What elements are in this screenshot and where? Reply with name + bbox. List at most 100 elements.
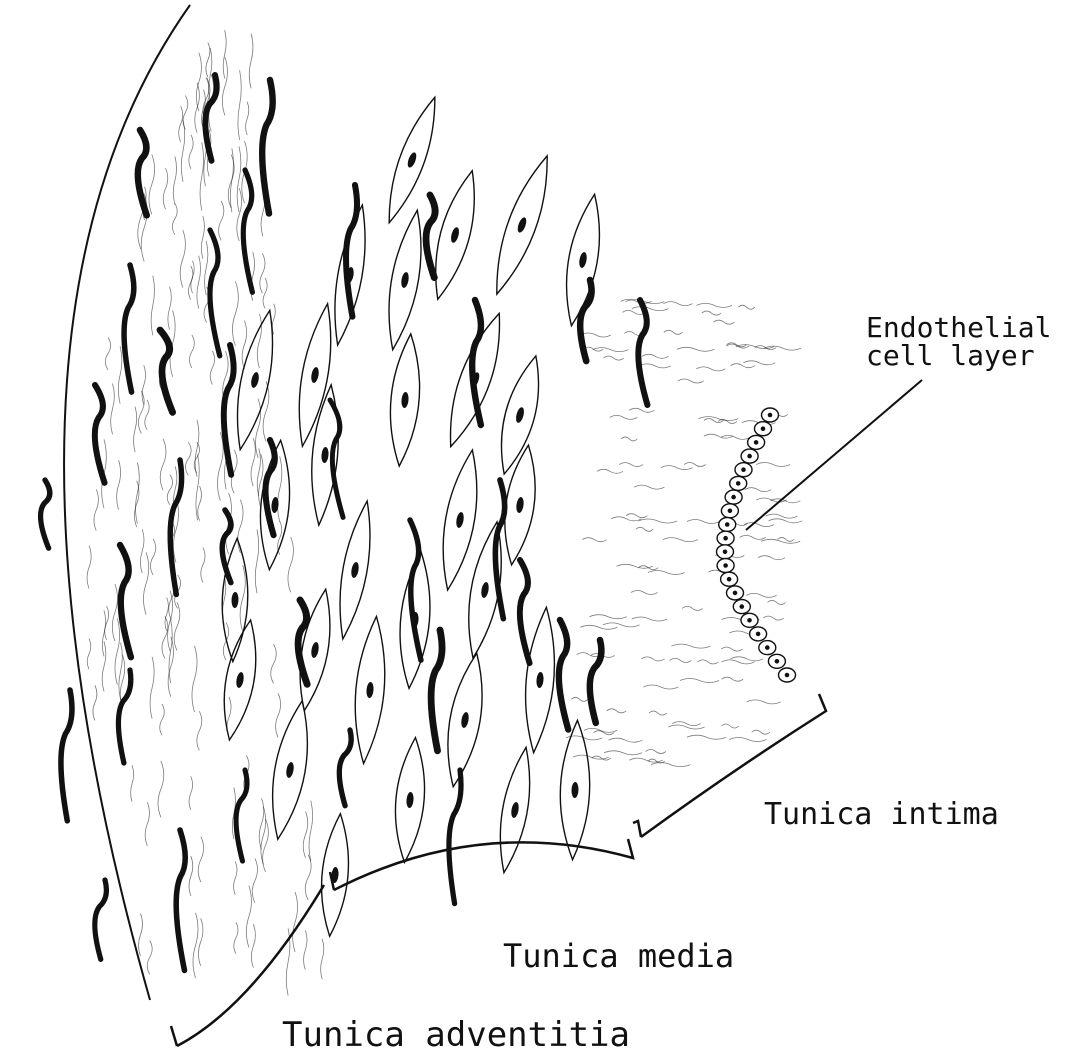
adventitia-fiber	[117, 460, 121, 509]
adventitia-fiber	[189, 335, 194, 368]
endothelial-cell	[741, 449, 758, 463]
intima-fiber	[696, 367, 725, 371]
adventitia-fiber	[180, 230, 185, 287]
intima-fiber	[617, 564, 653, 568]
adventitia-fiber	[160, 704, 164, 735]
intima-fiber	[752, 730, 770, 734]
adventitia-fiber	[237, 146, 241, 212]
adventitia-fiber	[288, 537, 293, 592]
adventitia-fiber	[197, 711, 202, 750]
intima-fiber	[738, 305, 755, 309]
intima-fiber	[663, 538, 698, 542]
endothelial-label-line1: Endothelial	[866, 314, 1051, 342]
adventitia-fiber	[105, 606, 109, 640]
intima-fiber	[610, 415, 637, 419]
adventitia-fiber	[252, 858, 257, 902]
intima-fiber	[584, 728, 617, 732]
adventitia-fiber	[197, 256, 201, 309]
cell-nucleus	[515, 406, 526, 423]
endothelial-cell-nucleus	[723, 550, 728, 555]
elastic-fiber	[205, 75, 216, 161]
cell-nucleus	[510, 802, 520, 819]
adventitia-fiber	[251, 924, 255, 967]
adventitia-fiber	[238, 70, 241, 140]
adventitia-fiber	[139, 914, 143, 957]
adventitia-fiber	[147, 941, 152, 975]
endothelial-cell	[733, 600, 750, 614]
cell-nucleus	[310, 367, 320, 384]
elastic-fiber	[590, 640, 602, 723]
cell-nucleus	[516, 216, 528, 233]
intima-fiber	[619, 463, 643, 467]
adventitia-fiber	[181, 120, 184, 182]
cell-nucleus	[450, 226, 461, 243]
intima-fiber	[704, 434, 733, 438]
intima-fiber	[730, 364, 754, 368]
endothelial-cell-nucleus	[756, 632, 761, 637]
intima-fiber	[768, 600, 786, 604]
smooth-muscle-cell	[385, 333, 425, 468]
cell-nucleus	[400, 272, 410, 289]
endothelial-cell-nucleus	[765, 645, 770, 650]
intima-fiber	[672, 644, 711, 648]
endothelial-pointer-line	[746, 380, 922, 530]
adventitia-fiber	[219, 201, 224, 240]
cell-nucleus	[350, 562, 360, 579]
intima-fiber	[642, 354, 668, 358]
adventitia-fiber	[276, 693, 281, 737]
adventitia-fiber	[256, 399, 261, 458]
adventitia-fiber	[200, 142, 204, 210]
endothelial-cell-nucleus	[723, 536, 728, 541]
adventitia-fiber	[167, 475, 172, 505]
endothelial-cell-nucleus	[727, 577, 732, 582]
intima-fiber	[745, 488, 771, 492]
intima-fiber	[680, 679, 719, 683]
elastic-fiber	[520, 560, 530, 663]
adventitia-fiber	[198, 486, 202, 521]
intima-fiber	[670, 658, 692, 662]
endothelial-cell-nucleus	[731, 495, 736, 500]
cell-nucleus	[285, 762, 295, 779]
adventitia-fiber	[168, 287, 171, 330]
adventitia-fiber	[149, 154, 155, 214]
adventitia-fiber	[185, 442, 191, 475]
adventitia-fiber	[201, 216, 204, 259]
adventitia-fiber	[118, 346, 122, 403]
adventitia-fiber	[260, 254, 265, 294]
elastic-fiber	[410, 520, 421, 660]
elastic-fiber	[124, 265, 134, 392]
cell-nucleus	[235, 672, 245, 689]
endothelial-cell-nucleus	[761, 426, 766, 431]
adventitia-fiber	[198, 918, 202, 966]
intima-fiber	[646, 750, 666, 754]
adventitia-fiber	[174, 602, 180, 650]
adventitia-fiber	[134, 407, 137, 453]
endothelial-cell	[779, 668, 796, 682]
elastic-fiber	[118, 670, 130, 763]
endothelial-cell	[768, 654, 785, 668]
elastic-fiber	[431, 630, 442, 751]
adventitia-fiber	[94, 489, 98, 530]
endothelial-cell	[717, 531, 734, 545]
adventitia-fiber	[234, 922, 238, 953]
cell-nucleus	[536, 672, 544, 689]
elastic-fiber	[580, 280, 591, 361]
adventitia-fiber	[201, 548, 205, 583]
endothelial-cell	[717, 545, 734, 559]
elastic-fiber	[243, 170, 252, 292]
intima-connective-fibers	[566, 299, 802, 766]
intima-fiber	[682, 606, 702, 610]
intima-fiber	[698, 660, 719, 664]
intima-fiber	[746, 593, 776, 597]
cell-nucleus	[366, 682, 374, 699]
adventitia-fiber	[293, 892, 298, 952]
adventitia-fiber	[151, 276, 154, 336]
intima-fiber	[747, 700, 781, 704]
intima-fiber	[678, 379, 704, 383]
endothelial-cell	[735, 463, 752, 477]
intima-fiber	[629, 758, 662, 762]
intima-fiber	[608, 738, 642, 742]
adventitia-fiber	[102, 610, 105, 656]
cell-nucleus	[571, 782, 579, 798]
adventitia-fiber	[251, 438, 255, 486]
